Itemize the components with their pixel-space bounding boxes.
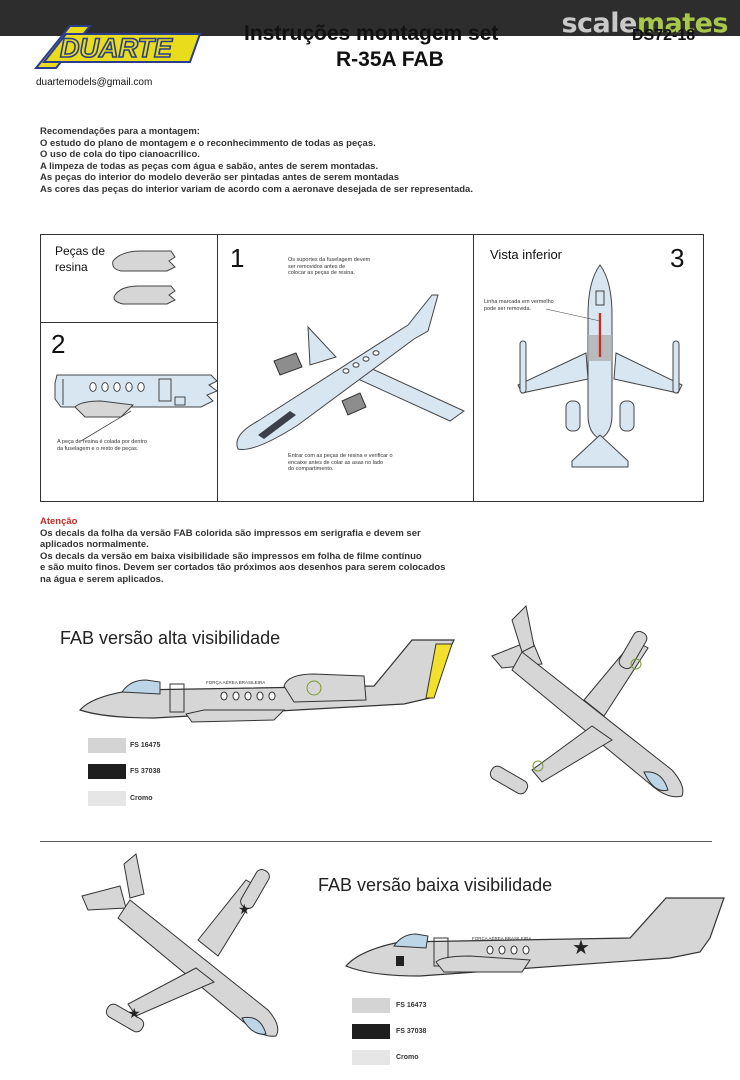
duarte-logo: DUARTE: [33, 25, 202, 69]
section-divider: [40, 841, 712, 842]
recommendation-line: A limpeza de todas as peças com água e s…: [40, 160, 379, 172]
recommendation-line: As cores das peças do interior variam de…: [40, 183, 473, 195]
attention-line: aplicados normalmente.: [40, 539, 149, 550]
resin-label: Peças de resina: [55, 244, 106, 274]
attention-block: Atenção Os decals da folha da versão FAB…: [40, 516, 445, 585]
step-number: 2: [51, 329, 66, 359]
logo-text: DUARTE: [60, 33, 173, 63]
low-visibility-title: FAB versão baixa visibilidade: [318, 875, 553, 895]
swatch-label: Cromo: [396, 1054, 419, 1061]
swatch-label: Cromo: [130, 795, 153, 802]
step-2-fuselage-drawing: [54, 374, 219, 442]
svg-text:★: ★: [238, 901, 251, 917]
contact-email[interactable]: duartemodels@gmail.com: [36, 77, 153, 88]
fuselage-text: FORÇA AÉREA BRASILEIRA: [472, 935, 531, 941]
top-bar: [0, 0, 740, 36]
color-swatch: [352, 1024, 390, 1039]
swatch-label: FS 37038: [130, 768, 161, 775]
resin-parts-box: Peças de resina: [40, 234, 220, 324]
recommendation-line: As peças do interior do modelo deverão s…: [40, 172, 400, 183]
low-visibility-top-view: ★ ★: [81, 853, 279, 1037]
watermark: scalemates: [561, 8, 728, 39]
step-2-note: A peça de resina é colada por dentro da …: [57, 439, 147, 452]
step-1-exploded-drawing: [236, 294, 465, 450]
step-3-box: Vista inferior 3 Linha marcada em vermel…: [473, 234, 704, 502]
svg-text:★: ★: [128, 1005, 141, 1021]
low-visibility-side-view: FORÇA AÉREA BRASILEIRA ★: [344, 897, 725, 977]
attention-line: na água e serem aplicados.: [40, 573, 164, 585]
color-swatch: [88, 791, 126, 806]
color-swatch: [352, 998, 390, 1013]
step-3-bottom-view-drawing: [517, 264, 683, 468]
step-1-note-top: Os suportes da fuselagem devem ser remov…: [288, 257, 371, 276]
page-subtitle: R-35A FAB: [336, 48, 444, 71]
resin-parts-drawing: [112, 250, 176, 305]
bottom-view-label: Vista inferior: [490, 247, 563, 262]
step-number: 1: [230, 243, 245, 273]
kit-code: DS72-18: [632, 27, 696, 44]
swatch-label: FS 16473: [396, 1002, 427, 1009]
high-visibility-side-view: FORÇA AÉREA BRASILEIRA: [78, 639, 455, 723]
color-swatch: [88, 764, 126, 779]
color-swatch: [88, 738, 126, 753]
recommendations: Recomendações para a montagem: O estudo …: [40, 126, 473, 195]
swatch-label: FS 37038: [396, 1028, 427, 1035]
color-swatch: [352, 1050, 390, 1065]
recommendation-line: O uso de cola do tipo cianoacrilico.: [40, 149, 200, 160]
recommendation-line: O estudo do plano de montagem e o reconh…: [40, 137, 376, 149]
attention-line: Os decals da versão em baixa visibilidad…: [40, 550, 422, 562]
attention-line: e são muito finos. Devem ser cortados tã…: [40, 562, 446, 573]
step-2-box: 2 A peça de resina é colada por dentro d…: [40, 322, 220, 502]
step-number: 3: [670, 243, 685, 273]
step-1-note-bottom: Entrar com as peças de resina e verifica…: [288, 453, 393, 472]
recommendation-line: Recomendações para a montagem:: [40, 126, 200, 137]
step-1-box: 1 Os suportes da fuselagem devem ser rem…: [217, 234, 475, 502]
step-3-note: Linha marcada em vermelho pode ser remov…: [484, 299, 554, 312]
swatch-label: FS 16475: [130, 742, 161, 749]
svg-text:★: ★: [572, 937, 590, 959]
attention-line: Os decals da folha da versão FAB colorid…: [40, 527, 421, 539]
fuselage-text: FORÇA AÉREA BRASILEIRA: [206, 679, 265, 685]
high-visibility-title: FAB versão alta visibilidade: [60, 628, 281, 648]
high-visibility-top-view: [489, 604, 684, 798]
attention-heading: Atenção: [40, 516, 78, 527]
page-title: Instruções montagem set: [244, 22, 499, 45]
